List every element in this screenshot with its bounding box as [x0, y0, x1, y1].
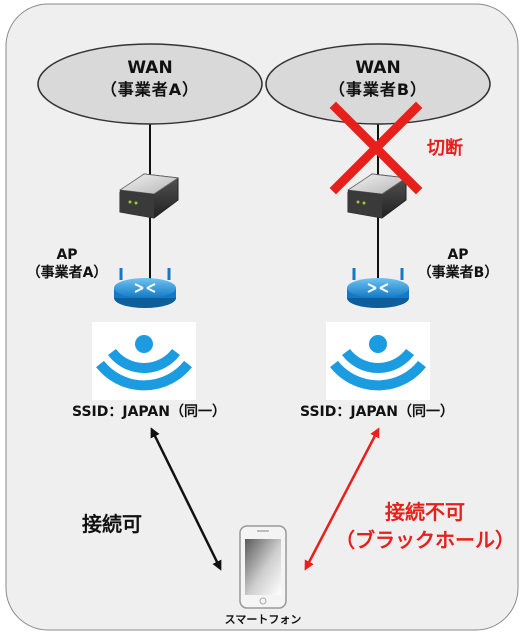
arrow-connect-ng — [304, 427, 380, 571]
arrow-connect-ok — [150, 427, 222, 571]
ssid-b-label: SSID：JAPAN（同一） — [300, 404, 454, 420]
wan-a-title: WAN — [127, 58, 173, 78]
wireless-router-icon — [347, 268, 409, 308]
ap-a-line1: AP — [56, 247, 78, 263]
wan-b-subtitle: （事業者B） — [328, 80, 428, 99]
cut-label: 切断 — [427, 138, 463, 159]
modem-device-icon — [346, 173, 408, 219]
red-x-cut-icon — [329, 101, 423, 195]
ssid-a-label: SSID：JAPAN（同一） — [72, 404, 226, 420]
ap-a-label: AP （事業者A） — [22, 246, 112, 282]
connect-ng-line1: 接続不可 — [385, 500, 465, 524]
modem-device-icon — [118, 173, 180, 219]
wifi-signal-icon — [92, 322, 196, 400]
wireless-router-icon — [114, 268, 176, 308]
ap-b-label: AP （事業者B） — [408, 246, 508, 282]
ap-b-line2: （事業者B） — [417, 265, 499, 281]
wifi-signal-icon — [326, 322, 430, 400]
ap-b-line1: AP — [447, 247, 469, 263]
wan-a-subtitle: （事業者A） — [100, 80, 200, 99]
smartphone-icon — [239, 525, 287, 609]
wan-b-cloud — [265, 43, 491, 125]
wan-a-cloud — [37, 43, 263, 125]
connect-ng-label: 接続不可 （ブラックホール） — [330, 498, 520, 554]
connect-ng-line2: （ブラックホール） — [335, 528, 515, 552]
wan-b-title: WAN — [355, 58, 401, 78]
connect-ok-label: 接続可 — [82, 512, 142, 536]
smartphone-label: スマートフォン — [224, 613, 302, 626]
ap-a-line2: （事業者A） — [26, 265, 108, 281]
